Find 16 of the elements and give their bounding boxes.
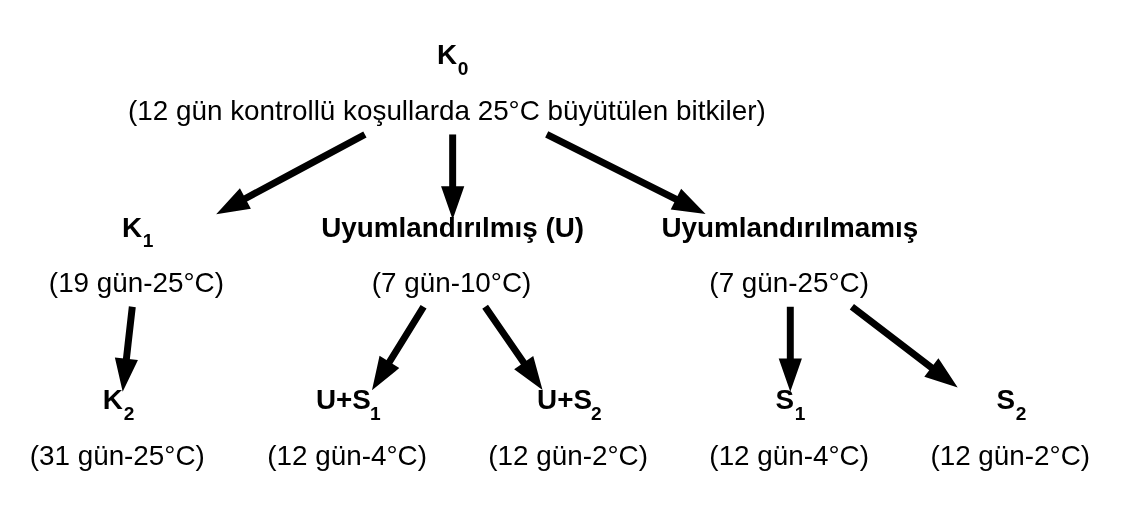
- arrow: [482, 304, 543, 390]
- node-text: S$_{1}$ (12 gün-4°C): [709, 383, 869, 471]
- node-text: Uyumlandırılmamış (7 gün-25°C): [661, 211, 919, 298]
- node-text: K$_{0}$ (12 gün kontrollü koşullarda 25°C büyütülen bitkiler): [128, 38, 766, 126]
- node-text: U+S$_{1}$ (12 gün-4°C): [267, 383, 427, 471]
- node-text: U+S$_{2}$ (12 gün-2°C): [488, 383, 648, 471]
- arrow: [216, 130, 367, 214]
- arrow: [545, 130, 706, 214]
- arrow: [849, 303, 958, 388]
- node-text: K$_{2}$ (31 gün-25°C): [29, 383, 205, 471]
- node-text: K$_{1}$ (19 gün-25°C): [48, 211, 224, 298]
- arrow: [114, 305, 138, 392]
- node-text: Uyumlandırılmış (U) (7 gün-10°C): [321, 211, 585, 298]
- arrow: [371, 304, 427, 390]
- arrow: [441, 133, 465, 219]
- node-text: S$_{2}$ (12 gün-2°C): [930, 383, 1091, 471]
